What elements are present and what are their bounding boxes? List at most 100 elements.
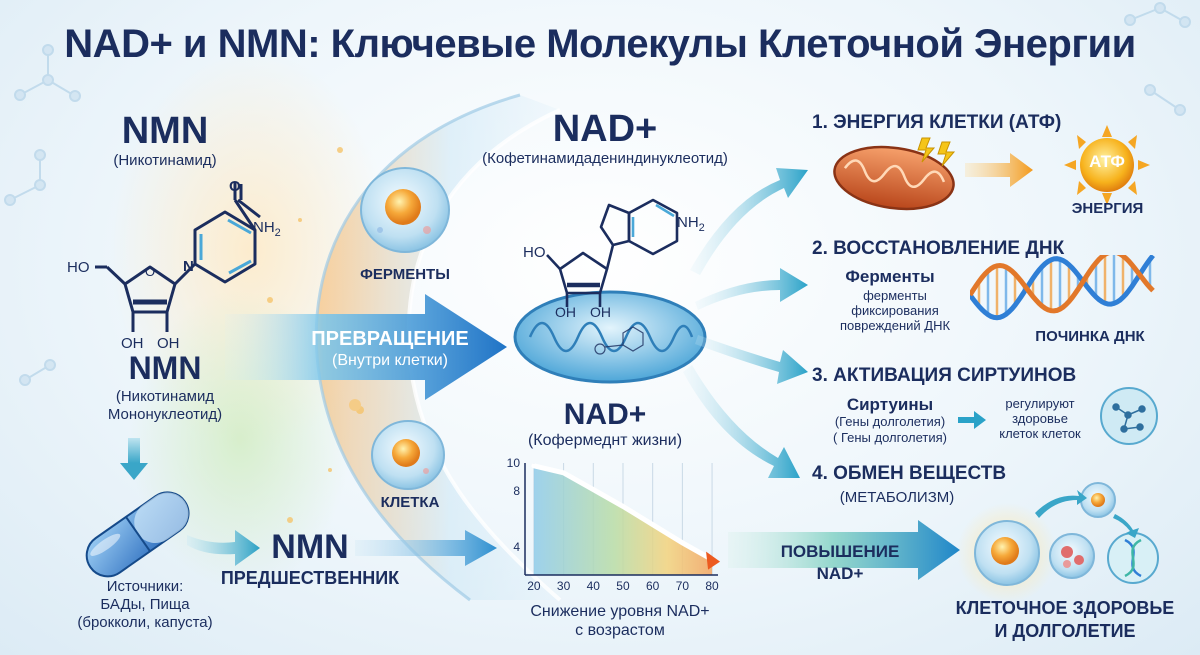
nad-atom-nh-sub: 2 [699, 222, 705, 234]
chart-caption-line1: Снижение уровня NAD+ [530, 603, 710, 620]
chart-x-tick: 50 [616, 579, 630, 593]
precursor-heading: NMN [271, 528, 349, 566]
mitochondrion-orange-icon [833, 137, 956, 211]
arrow-to-metabolism-icon [683, 365, 800, 478]
down-arrow-icon [120, 438, 148, 480]
nmn-subtitle: (Никотинамид) [113, 152, 217, 169]
chart-line [531, 463, 715, 563]
nad-atom-oh2: OH [590, 304, 611, 320]
small-cell-icon [1049, 533, 1095, 579]
benefit-1-title: 1. ЭНЕРГИЯ КЛЕТКИ (АТФ) [812, 112, 1062, 133]
nmn-atom-ho: HO [67, 259, 90, 276]
nmn-atom-oh2: OH [157, 335, 180, 352]
chart-y-tick: 10 [507, 456, 521, 470]
nad-atom-ho: HO [523, 244, 546, 261]
chart-caption-line2: с возрастом [575, 622, 665, 639]
regulate-line3: клеток клеток [999, 426, 1081, 441]
nad-atom-oh1: OH [555, 304, 576, 320]
nad-mitochondria-structure: NH2 HO OH OH [513, 198, 707, 384]
increase-arrow [728, 520, 960, 580]
nad-heading-2: NAD+ [563, 398, 647, 431]
conversion-sub: (Внутри клетки) [332, 352, 448, 369]
chart-arrowhead-icon [706, 551, 721, 570]
benefit-4-sub: (МЕТАБОЛИЗМ) [839, 489, 955, 506]
dna-enzymes-line1: ферменты [863, 288, 927, 303]
nmn-heading: NMN [121, 110, 209, 152]
chart-x-tick: 70 [676, 579, 690, 593]
dna-circle-icon [1107, 532, 1159, 584]
nmn-atom-ring-o: O [145, 264, 155, 279]
arrow-to-regulate-icon [958, 411, 986, 429]
chart-area [533, 465, 713, 575]
nmn-subtitle-2-line1: (Никотинамид [115, 388, 215, 405]
benefit-2-title: 2. ВОССТАНОВЛЕНИЕ ДНК [812, 238, 1065, 259]
arrow-to-precursor-icon [187, 530, 260, 566]
enzyme-cell-icon [360, 167, 450, 253]
nad-subtitle-2: (Кофермеднт жизни) [527, 432, 683, 449]
cell-label: КЛЕТКА [380, 494, 440, 511]
precursor-label: ПРЕДШЕСТВЕННИК [220, 568, 400, 588]
nmn-structure: O NH2 N HO OH OH O [67, 178, 281, 352]
chart-x-tick: 80 [705, 579, 719, 593]
nmn-atom-oh1: OH [121, 335, 144, 352]
chart-x-tick: 60 [646, 579, 660, 593]
benefit-4-title: 4. ОБМЕН ВЕЩЕСТВ [812, 463, 1007, 484]
sirtuins-title: Сиртуины [846, 395, 934, 414]
increase-line1: ПОВЫШЕНИЕ [780, 542, 900, 561]
top-cell-icon [1080, 482, 1116, 518]
dna-enzymes-title: Ферменты [845, 267, 935, 286]
dna-enzymes-line2: фиксирования [851, 303, 939, 318]
dna-enzymes-line3: повреждений ДНК [839, 318, 951, 333]
dna-helix-icon [970, 255, 1155, 321]
sources-line2: БАДы, Пища [100, 596, 190, 613]
cycle-arrows-icon [1035, 490, 1139, 538]
mitochondrion-blue-icon [513, 290, 707, 384]
nmn-subtitle-2-line2: Мононуклеотид) [107, 406, 223, 423]
sirtuins-line2: ( Гены долголетия) [833, 430, 947, 445]
dna-repair-label: ПОЧИНКА ДНК [1035, 328, 1145, 345]
regulate-line2: здоровье [1012, 411, 1068, 426]
sirtuins-line1: (Гены долголетия) [834, 414, 946, 429]
chart-y-tick: 4 [513, 540, 520, 554]
health-line2: И ДОЛГОЛЕТИЕ [994, 621, 1136, 641]
arrow-to-atp-icon [965, 153, 1033, 187]
energy-label: ЭНЕРГИЯ [1071, 200, 1144, 217]
healthy-cell-icon [974, 520, 1040, 586]
nmn-atom-o: O [229, 178, 241, 195]
nmn-atom-n: N [183, 258, 194, 275]
arrow-to-dna-icon [695, 268, 808, 310]
sirtuin-network-icon [1100, 387, 1158, 445]
cell-icon [371, 420, 445, 490]
sources-line3: (брокколи, капуста) [77, 614, 213, 631]
dna-strand-orange [970, 255, 1155, 314]
page-title: NAD+ и NMN: Ключевые Молекулы Клеточной … [64, 22, 1136, 66]
nmn-heading-2: NMN [128, 350, 202, 386]
nad-atom-nh: NH [677, 214, 699, 231]
dna-strand-blue [970, 255, 1155, 321]
nmn-atom-nh-sub: 2 [275, 227, 281, 239]
cell-health-cluster [957, 482, 1159, 600]
atp-label: АТФ [1089, 152, 1125, 171]
nad-heading: NAD+ [552, 108, 658, 150]
arrow-to-chart-icon [355, 530, 497, 566]
benefit-3-title: 3. АКТИВАЦИЯ СИРТУИНОВ [812, 365, 1077, 386]
health-line1: КЛЕТОЧНОЕ ЗДОРОВЬЕ [955, 598, 1175, 618]
svg-text:NH2: NH2 [253, 219, 281, 239]
atp-sun-icon [1064, 125, 1150, 205]
nmn-atom-nh: NH [253, 219, 275, 236]
regulate-line1: регулируют [1005, 396, 1075, 411]
enzymes-label: ФЕРМЕНТЫ [360, 266, 450, 283]
increase-line2: NAD+ [816, 564, 864, 583]
chart-x-tick: 40 [587, 579, 601, 593]
arrow-to-sirtuins-icon [695, 335, 808, 384]
conversion-label: ПРЕВРАЩЕНИЕ [311, 328, 469, 350]
conversion-arrow [225, 294, 507, 400]
chart-x-tick: 20 [527, 579, 541, 593]
svg-text:NH2: NH2 [677, 214, 705, 234]
capsule-icon [85, 491, 190, 578]
sources-line1: Источники: [106, 578, 184, 595]
capsule-group [85, 438, 190, 578]
arrow-to-energy-icon [690, 168, 808, 275]
